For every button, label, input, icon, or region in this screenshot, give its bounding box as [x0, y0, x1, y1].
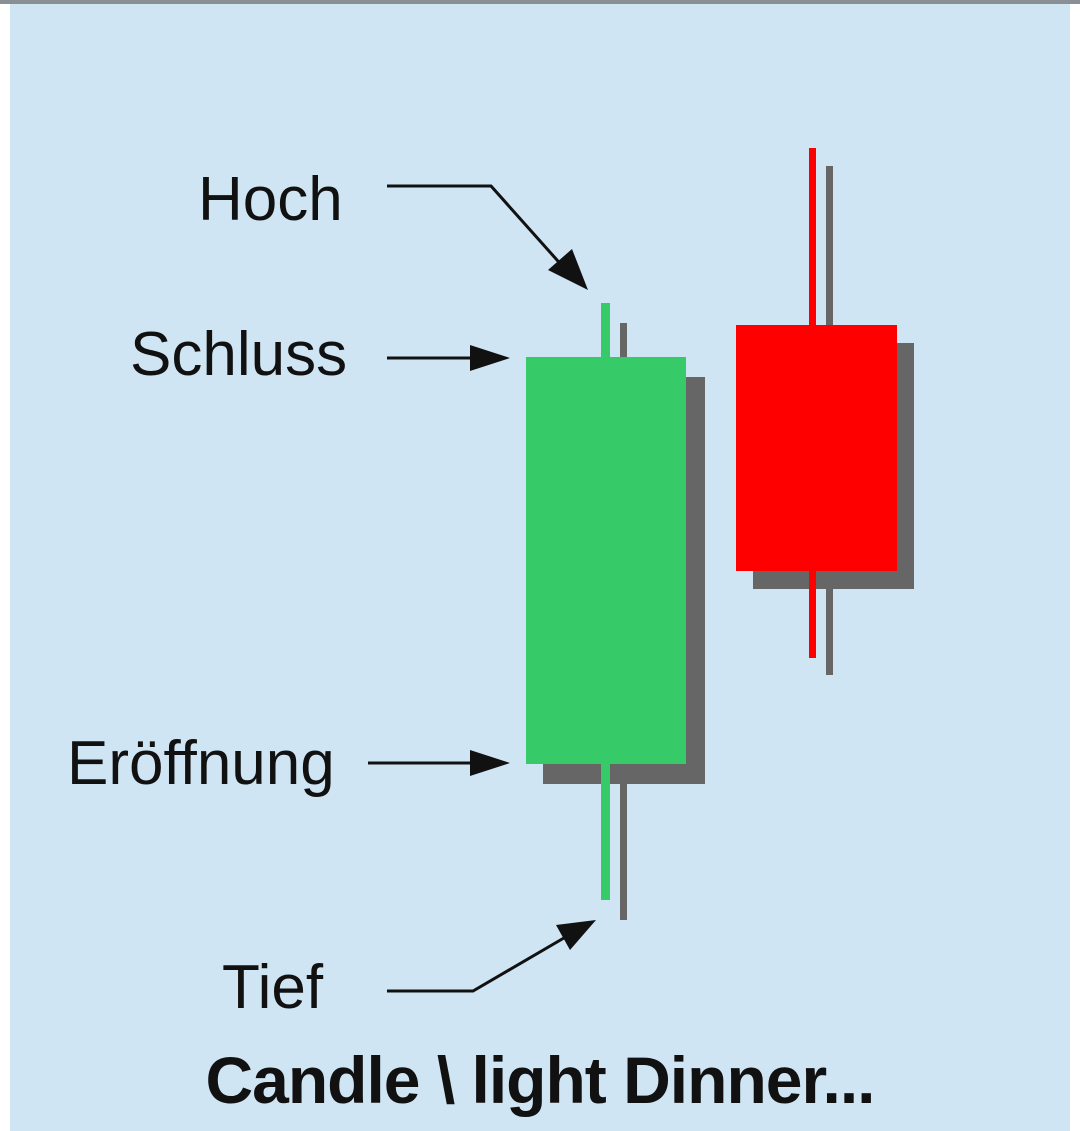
- bullish-candle-body: [526, 357, 686, 764]
- bullish-candle: [526, 303, 705, 920]
- top-border: [0, 0, 1080, 4]
- arrow-low: [387, 920, 596, 993]
- label-low: Tief: [222, 953, 324, 1022]
- caption: Candle \ light Dinner...: [205, 1043, 875, 1117]
- arrow-close: [387, 345, 510, 371]
- label-open: Eröffnung: [67, 729, 335, 798]
- arrow-high: [387, 184, 588, 290]
- arrow-open: [368, 750, 510, 776]
- bearish-candle: [736, 148, 914, 675]
- bearish-candle-body: [736, 325, 897, 571]
- label-high: Hoch: [198, 165, 343, 234]
- label-close: Schluss: [130, 320, 347, 389]
